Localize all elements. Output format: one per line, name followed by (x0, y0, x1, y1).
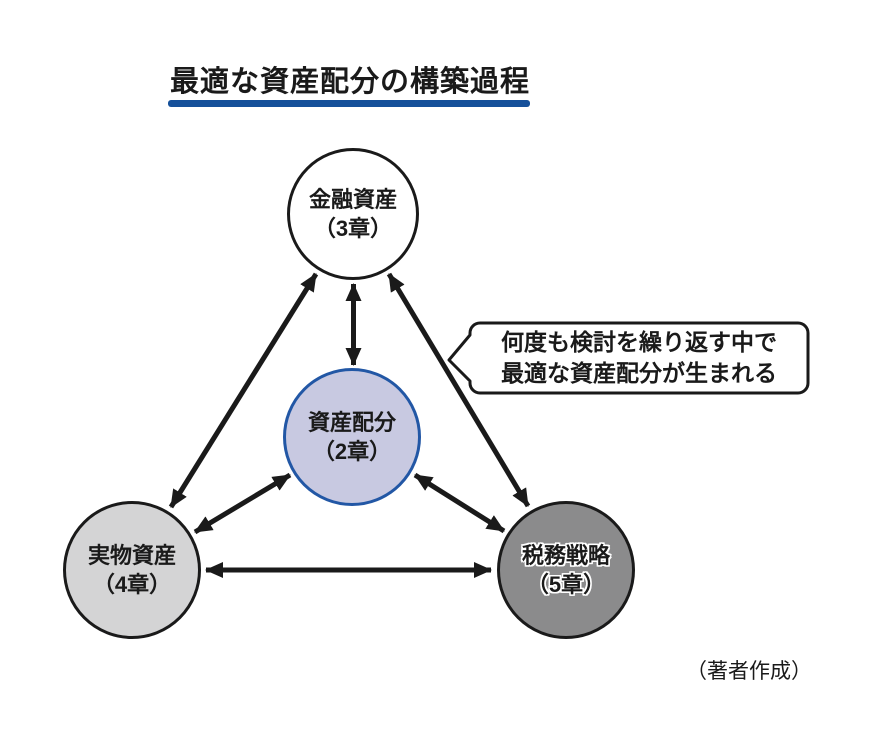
page-title: 最適な資産配分の構築過程 (170, 66, 531, 98)
attribution-note: （著者作成） (686, 660, 812, 683)
node-asset-allocation-label: 資産配分 (307, 410, 396, 435)
node-tax-strategy-label: 税務戦略 (521, 543, 610, 568)
node-financial-assets: 金融資産 （3章） (287, 148, 419, 280)
arrow-allocation-real (193, 472, 292, 535)
title-underline (168, 100, 530, 107)
arrow-allocation-tax (413, 472, 506, 534)
node-tax-strategy: 税務戦略 （5章） (497, 501, 635, 639)
node-asset-allocation-chapter: （2章） (312, 439, 392, 464)
arrow-financial-real (168, 272, 319, 509)
node-financial-assets-chapter: （3章） (313, 216, 393, 241)
node-real-assets-label: 実物資産 (87, 543, 176, 568)
node-tax-strategy-chapter: （5章） (526, 572, 606, 597)
callout-bubble (447, 321, 810, 395)
node-real-assets: 実物資産 （4章） (63, 501, 201, 639)
callout-note-line2: 最適な資産配分が生まれる (501, 360, 777, 386)
callout-note-line1: 何度も検討を繰り返す中で (501, 329, 777, 355)
node-asset-allocation: 資産配分 （2章） (283, 368, 421, 506)
arrow-financial-tax (386, 272, 531, 508)
node-financial-assets-label: 金融資産 (308, 187, 397, 212)
node-real-assets-chapter: （4章） (92, 572, 172, 597)
callout-note: 何度も検討を繰り返す中で 最適な資産配分が生まれる (470, 323, 808, 393)
